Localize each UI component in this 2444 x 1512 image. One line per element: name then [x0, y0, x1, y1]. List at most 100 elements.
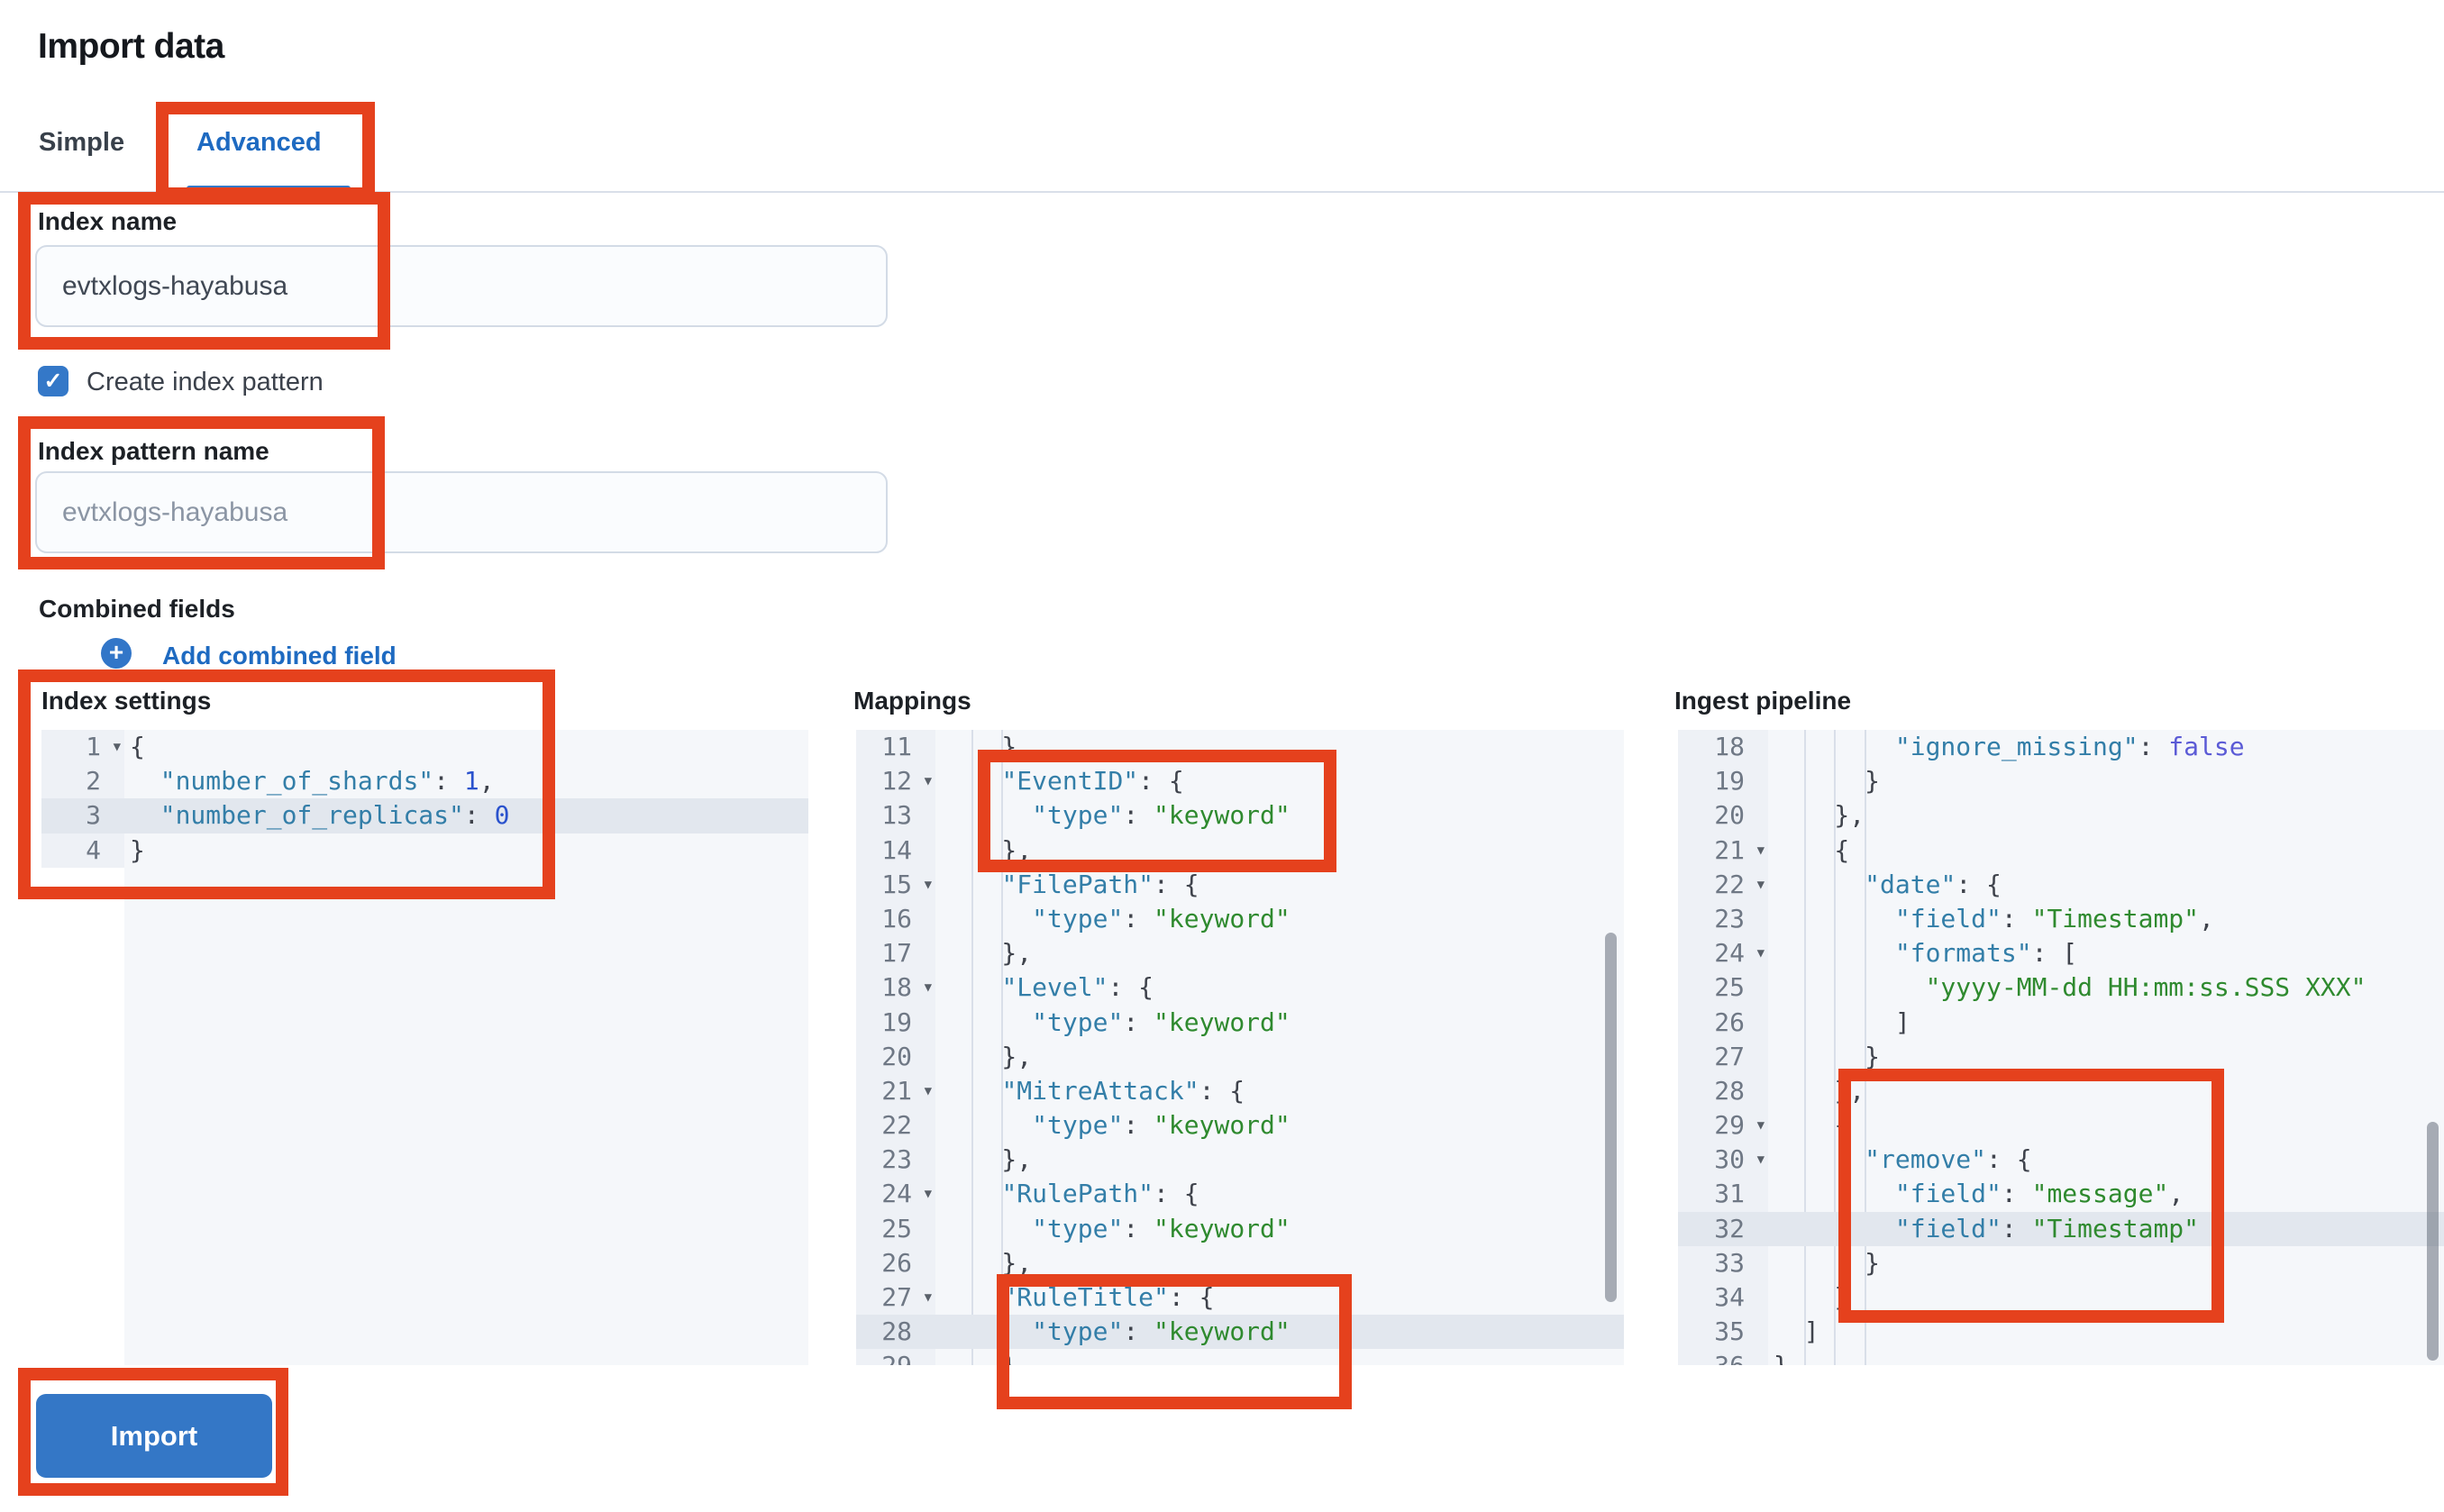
gutter-line-number: 36: [1678, 1349, 1768, 1365]
create-index-pattern-label[interactable]: Create index pattern: [87, 368, 324, 396]
code-line: {: [130, 732, 145, 761]
plus-glyph: +: [108, 638, 124, 666]
fold-arrow-icon[interactable]: ▼: [924, 1290, 932, 1305]
code-line: },: [1774, 1075, 1865, 1106]
gutter-line-number: 14: [856, 833, 935, 868]
code-line: "EventID": {: [1001, 766, 1184, 797]
code-line: ]: [1774, 1316, 1819, 1347]
code-line: "type": "keyword": [1032, 1213, 1290, 1243]
fold-arrow-icon[interactable]: ▼: [1756, 877, 1765, 892]
create-index-pattern-checkbox[interactable]: ✓: [38, 366, 68, 396]
gutter-line-number: 25: [856, 1211, 935, 1246]
code-line: "ignore_missing": false: [1894, 732, 2245, 761]
index-pattern-name-input[interactable]: [35, 471, 888, 553]
gutter-line-number: 24▼: [1678, 936, 1768, 971]
code-line: },: [941, 834, 1033, 865]
gutter-line-number: 23: [1678, 901, 1768, 937]
code-line: "field": "message",: [1894, 1179, 2184, 1209]
gutter-line-number: 33: [1678, 1245, 1768, 1280]
gutter-line-number: 4: [41, 833, 124, 868]
code-line: },: [941, 732, 1033, 761]
add-combined-field-link[interactable]: Add combined field: [162, 642, 397, 669]
fold-arrow-icon[interactable]: ▼: [1756, 843, 1765, 858]
index-name-label: Index name: [38, 207, 178, 235]
code-line: "FilePath": {: [1001, 869, 1199, 899]
fold-arrow-icon[interactable]: ▼: [1756, 1118, 1765, 1134]
tab-advanced[interactable]: Advanced: [196, 128, 322, 157]
gutter-line-number: 18: [1678, 730, 1768, 765]
mappings-label: Mappings: [853, 687, 971, 715]
page-title: Import data: [38, 27, 224, 66]
gutter-line-number: 30▼: [1678, 1143, 1768, 1178]
gutter-line-number: 2: [41, 764, 124, 799]
fold-arrow-icon[interactable]: ▼: [1756, 1152, 1765, 1168]
ingest-pipeline-label: Ingest pipeline: [1674, 687, 1852, 715]
gutter-line-number: 27: [1678, 1039, 1768, 1074]
code-line: "number_of_shards": 1,: [160, 766, 495, 797]
code-line: }: [1774, 766, 1881, 797]
indent-guide: [971, 730, 973, 1365]
code-line: }: [1774, 1041, 1881, 1071]
indent-guide: [1803, 730, 1806, 1365]
fold-arrow-icon[interactable]: ▼: [924, 1187, 932, 1202]
code-line: }: [1774, 1247, 1881, 1278]
fold-arrow-icon[interactable]: ▼: [924, 1083, 932, 1098]
gutter-line-number: 29: [856, 1349, 935, 1365]
code-line: "type": "keyword": [1032, 903, 1290, 934]
gutter-line-number: 26: [1678, 1005, 1768, 1040]
code-line: "Level": {: [1001, 972, 1154, 1003]
gutter-line-number: 31: [1678, 1177, 1768, 1212]
gutter-line-number: 16: [856, 901, 935, 937]
code-line: ]: [1774, 1006, 1911, 1037]
gutter-line-number: 22▼: [1678, 867, 1768, 902]
mappings-scrollbar-thumb[interactable]: [1605, 933, 1617, 1302]
code-line: },: [941, 1144, 1033, 1175]
ingest-scrollbar-thumb[interactable]: [2427, 1122, 2439, 1361]
code-line: "number_of_replicas": 0: [124, 798, 808, 833]
code-line: "field": "Timestamp": [1768, 1211, 2444, 1246]
gutter-line-number: 22: [856, 1108, 935, 1143]
code-line: }: [130, 834, 145, 865]
gutter-line-number: 19: [1678, 764, 1768, 799]
code-line: }: [1768, 1349, 2444, 1365]
fold-arrow-icon[interactable]: ▼: [924, 877, 932, 892]
gutter-line-number: 19: [856, 1005, 935, 1040]
gutter-line-number: 25: [1678, 970, 1768, 1006]
fold-arrow-icon[interactable]: ▼: [924, 980, 932, 996]
index-settings-label: Index settings: [41, 687, 212, 715]
gutter-line-number: 34: [1678, 1280, 1768, 1316]
code-line: {: [1774, 1110, 1850, 1141]
gutter-line-number: 28: [1678, 1073, 1768, 1109]
plus-circle-icon[interactable]: +: [101, 638, 132, 669]
gutter-line-number: 32: [1678, 1211, 1768, 1246]
gutter-line-number: 12▼: [856, 764, 935, 799]
gutter-line-number: 20: [1678, 798, 1768, 833]
code-area[interactable]: }, "EventID": { "type": "keyword" }, "Fi…: [935, 730, 1624, 1365]
code-line: "type": "keyword": [1032, 1006, 1290, 1037]
fold-arrow-icon[interactable]: ▼: [924, 774, 932, 789]
gutter-line-number: 29▼: [1678, 1108, 1768, 1143]
gutter-line-number: 26: [856, 1245, 935, 1280]
import-button[interactable]: Import: [36, 1394, 272, 1478]
fold-arrow-icon[interactable]: ▼: [1756, 946, 1765, 961]
gutter-line-number: 27▼: [856, 1280, 935, 1316]
code-line: {: [1774, 834, 1850, 865]
index-name-input[interactable]: [35, 245, 888, 327]
code-area[interactable]: { "number_of_shards": 1, "number_of_repl…: [124, 730, 808, 1365]
code-area[interactable]: "ignore_missing": false } }, { "date": {…: [1768, 730, 2444, 1365]
checkmark-icon: ✓: [43, 369, 63, 394]
code-line: "type": "keyword": [1032, 800, 1290, 831]
tab-simple[interactable]: Simple: [39, 128, 125, 157]
code-line: },: [941, 1247, 1033, 1278]
code-line: "RuleTitle": {: [1001, 1282, 1215, 1312]
fold-arrow-icon[interactable]: ▼: [113, 740, 121, 754]
code-line: }: [1774, 1282, 1850, 1312]
code-line: },: [941, 1041, 1033, 1071]
gutter-line-number: 21▼: [856, 1073, 935, 1109]
